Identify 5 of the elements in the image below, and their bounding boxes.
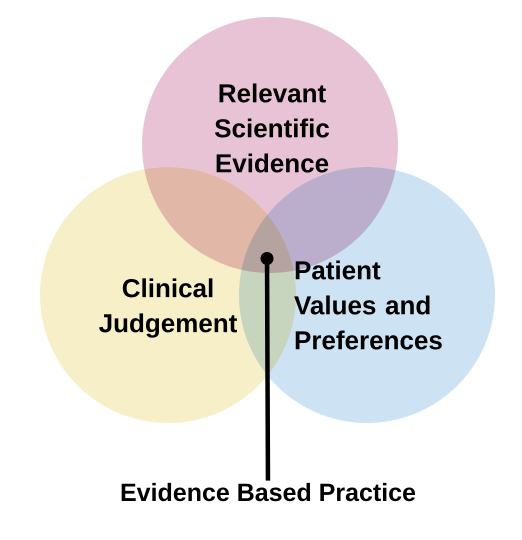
circle-label: Relevant Scientific Evidence bbox=[214, 83, 330, 173]
caption-text: Evidence Based Practice bbox=[122, 482, 416, 502]
leader-line bbox=[260, 252, 274, 481]
circle-label: Clinical Judgement bbox=[99, 278, 238, 338]
circle-label: Patient Values and Preferences bbox=[294, 260, 442, 350]
